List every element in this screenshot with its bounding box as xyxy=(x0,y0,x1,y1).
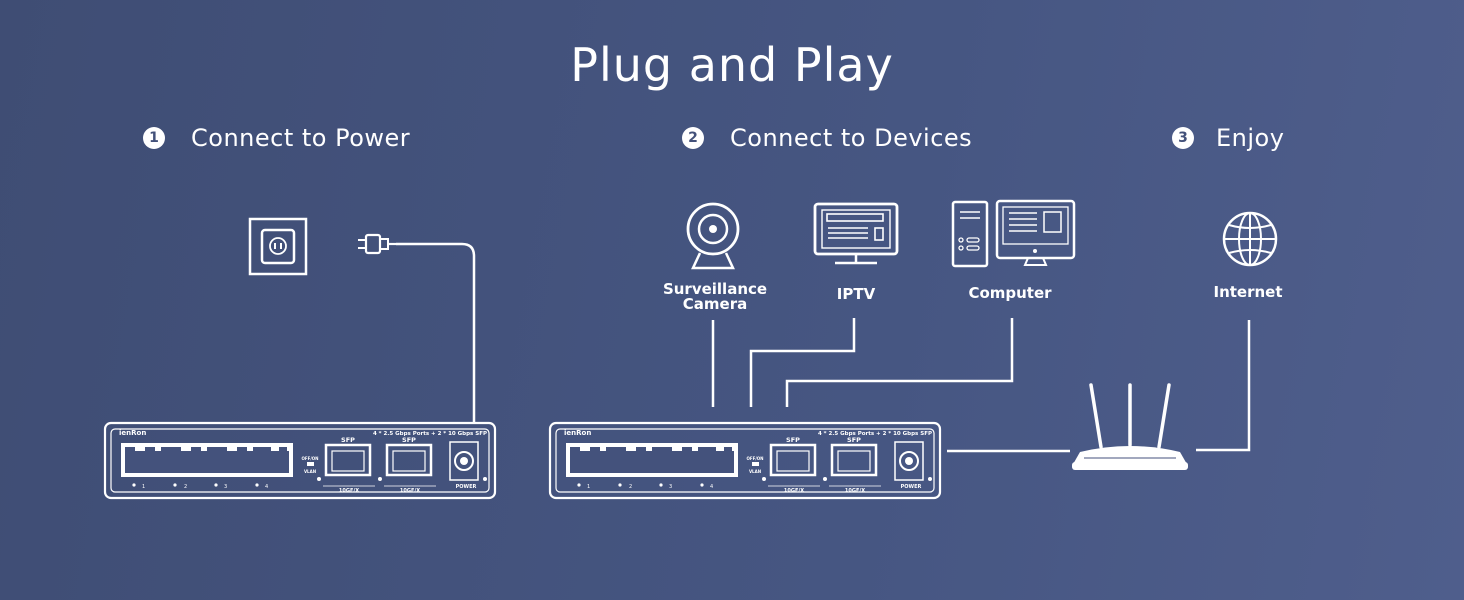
step-label-1: Connect to Power xyxy=(191,124,411,152)
vlan-bottom-label: VLAN xyxy=(304,469,316,474)
step-number-2: 2 xyxy=(682,127,704,149)
step-connect-devices: 2 Connect to Devices xyxy=(682,124,972,152)
iptv-label: IPTV xyxy=(836,285,876,303)
sfp-label-2: SFP xyxy=(402,436,416,444)
computer-cable xyxy=(785,318,1014,407)
computer-label: Computer xyxy=(968,284,1052,302)
power-outlet-icon xyxy=(248,217,308,276)
switch-spec: 4 * 2.5 Gbps Ports + 2 * 10 Gbps SFP xyxy=(373,431,487,437)
internet-globe-icon xyxy=(1222,211,1278,267)
port-number-2: 2 xyxy=(629,484,632,490)
sfp-port-label-1: 10GF/X xyxy=(339,488,359,494)
surveillance-camera-label: Surveillance Camera xyxy=(662,280,768,313)
step-label-2: Connect to Devices xyxy=(730,124,973,152)
router-icon xyxy=(1072,383,1188,470)
sfp-label-1: SFP xyxy=(786,436,800,444)
iptv-cable xyxy=(749,318,856,407)
port-number-3: 3 xyxy=(669,484,672,490)
iptv-icon xyxy=(813,202,899,265)
port-number-4: 4 xyxy=(710,484,713,490)
switch-brand: ienRon xyxy=(119,429,146,437)
network-switch-right: ienRon 4 * 2.5 Gbps Ports + 2 * 10 Gbps … xyxy=(548,421,942,500)
port-number-4: 4 xyxy=(265,484,268,490)
power-label: POWER xyxy=(901,484,922,490)
step-label-3: Enjoy xyxy=(1216,124,1285,152)
sfp-label-1: SFP xyxy=(341,436,355,444)
internet-label: Internet xyxy=(1213,283,1283,301)
sfp-label-2: SFP xyxy=(847,436,861,444)
sfp-port-label-2: 10GF/X xyxy=(845,488,865,494)
sfp-port-label-2: 10GF/X xyxy=(400,488,420,494)
sfp-port-label-1: 10GF/X xyxy=(784,488,804,494)
port-number-3: 3 xyxy=(224,484,227,490)
port-number-1: 1 xyxy=(587,484,590,490)
page-title: Plug and Play xyxy=(570,38,894,92)
port-number-2: 2 xyxy=(184,484,187,490)
switch-brand: ienRon xyxy=(564,429,591,437)
vlan-top-label: OFF/ON xyxy=(746,456,763,461)
power-plug-icon xyxy=(358,233,396,255)
computer-icon xyxy=(951,199,1076,268)
step-number-1: 1 xyxy=(143,127,165,149)
vlan-top-label: OFF/ON xyxy=(301,456,318,461)
vlan-bottom-label: VLAN xyxy=(749,469,761,474)
port-number-1: 1 xyxy=(142,484,145,490)
switch-spec: 4 * 2.5 Gbps Ports + 2 * 10 Gbps SFP xyxy=(818,431,932,437)
router-internet-cable xyxy=(1196,320,1251,452)
step-enjoy: 3 Enjoy xyxy=(1172,124,1284,152)
power-label: POWER xyxy=(456,484,477,490)
step-number-3: 3 xyxy=(1172,127,1194,149)
network-switch-left: ienRon 4 * 2.5 Gbps Ports + 2 * 10 Gbps … xyxy=(103,421,497,500)
power-cable xyxy=(396,242,476,423)
step-connect-power: 1 Connect to Power xyxy=(143,124,410,152)
surveillance-camera-icon xyxy=(686,202,740,270)
